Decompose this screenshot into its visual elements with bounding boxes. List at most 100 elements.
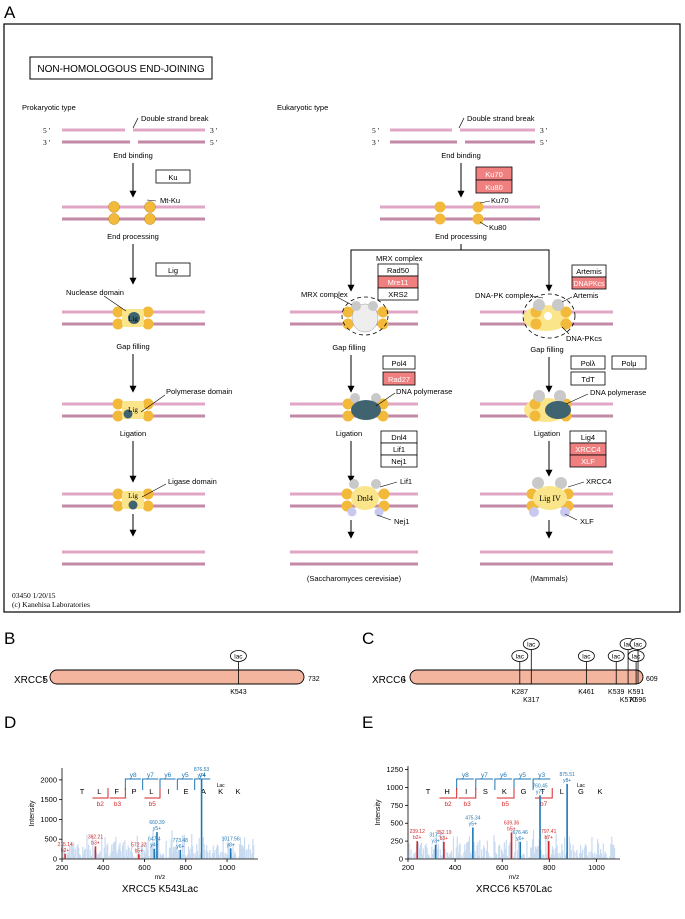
peak-ion-label: y6+ — [176, 844, 184, 850]
y-tick-label: 1250 — [386, 765, 403, 774]
lac-site-tag: lac — [612, 654, 621, 661]
prok-lig-label-1: Lig — [128, 315, 138, 323]
pathway-title: NON-HOMOLOGOUS END-JOINING — [37, 64, 204, 75]
footer-copyright: (c) Kanehisa Laboratories — [12, 600, 90, 609]
lac-site-label: K461 — [578, 689, 594, 696]
mammal-dnapk-complex: DNA-PK complex — [475, 291, 534, 300]
x-tick-label: 1000 — [219, 863, 236, 872]
peak-ion-label: y7+ — [536, 789, 544, 795]
prok-5prime-bottom: 5 ' — [210, 138, 218, 147]
y-ion-bracket — [532, 778, 551, 790]
euk-3prime-top: 3 ' — [540, 126, 548, 135]
sequence-residue: I — [168, 787, 170, 796]
y-ion-bracket — [159, 778, 176, 790]
x-tick-label: 400 — [97, 863, 110, 872]
yeast-dnl4-label: Dnl4 — [357, 494, 373, 503]
lac-site-tag: lac — [624, 642, 633, 649]
mammal-xrcc4-box: XRCC4 — [575, 445, 600, 454]
mammal-ligation: Ligation — [534, 429, 560, 438]
b-ion-label: b5 — [149, 801, 157, 808]
lac-site-label: K539 — [608, 689, 624, 696]
euk-ku-dna — [380, 201, 540, 225]
yeast-repaired-dna — [290, 550, 418, 566]
y-ion-label: y6 — [164, 772, 171, 779]
peak-ion-label: y3+ — [432, 839, 440, 845]
mammal-lig4-box: Lig4 — [581, 433, 595, 442]
y-ion-label: y5 — [519, 772, 526, 779]
x-axis-label: m/z — [509, 874, 519, 881]
y-tick-label: 750 — [390, 801, 403, 810]
yeast-pol4-box: Pol4 — [391, 359, 406, 368]
peak-mz-label: 876.53 — [194, 767, 210, 773]
prok-lig-stage-3 — [62, 488, 205, 512]
y-tick-label: 1000 — [40, 815, 57, 824]
b-ion-bracket — [144, 788, 161, 799]
eukaryotic-column: Eukaryotic type 5 ' 3 ' 3 ' 5 ' Double s… — [277, 103, 647, 583]
lac-site-bubble — [511, 650, 529, 662]
peak-mz-label: 352.19 — [436, 830, 452, 836]
x-tick-label: 1000 — [588, 863, 605, 872]
x-tick-label: 200 — [402, 863, 415, 872]
protein-c-bar — [409, 669, 644, 685]
mammal-organism: (Mammals) — [530, 574, 568, 583]
peak-ion-label: b2+ — [61, 848, 70, 854]
prok-lig-stage-2 — [62, 398, 205, 422]
sequence-residue: L — [97, 787, 101, 796]
prok-lig-box: Lig — [168, 266, 178, 275]
lac-site-bubble — [629, 638, 647, 650]
mammal-gap-filling: Gap filling — [530, 345, 563, 354]
peak-ion-label: b3+ — [91, 840, 100, 846]
modification-label: Lac — [577, 783, 586, 789]
b-ion-label: b5 — [502, 801, 510, 808]
y-ion-label: y8 — [130, 772, 137, 779]
mammal-dna-polymerase: DNA polymerase — [590, 388, 646, 397]
y-tick-label: 0 — [53, 855, 57, 864]
lac-site-bubble — [522, 638, 540, 650]
b-ion-label: b3 — [114, 801, 122, 808]
prok-lig-stage-1 — [62, 306, 205, 330]
mammal-ligase-dna — [480, 477, 613, 517]
prok-dsb-dna — [62, 128, 205, 144]
y-ion-bracket — [513, 778, 532, 790]
peak-mz-label: 317.2 — [429, 833, 442, 839]
y-ion-bracket — [456, 778, 474, 790]
yeast-dna-polymerase: DNA polymerase — [396, 387, 452, 396]
peak-mz-label: 362.21 — [88, 834, 104, 840]
peak-ion-label: y6+ — [516, 836, 524, 842]
y-ion-bracket — [124, 778, 141, 790]
y-ion-label: y6 — [500, 772, 507, 779]
prok-nuclease-domain: Nuclease domain — [66, 288, 124, 297]
yeast-mrx-title: MRX complex — [376, 254, 423, 263]
y-ion-label: y3 — [538, 772, 545, 779]
mammal-lig-iv-label: Lig IV — [539, 494, 561, 503]
panel-label-c: C — [362, 629, 374, 648]
yeast-mrx-dna — [290, 296, 418, 336]
euk-dsb-dna — [390, 128, 535, 144]
protein-b-bar — [49, 669, 305, 685]
sequence-residue: F — [114, 787, 119, 796]
sequence-residue: E — [183, 787, 188, 796]
panel-label-a: A — [4, 3, 16, 22]
sequence-residue: K — [235, 787, 240, 796]
protein-b-name: XRCC5 — [14, 675, 48, 686]
y-ion-bracket — [475, 778, 493, 790]
sequence-residue: T — [80, 787, 85, 796]
sequence-residue: A — [201, 787, 206, 796]
peak-mz-label: 475.34 — [465, 816, 481, 822]
sequence-residue: K — [502, 787, 507, 796]
mammal-tdt-box: TdT — [581, 375, 595, 384]
lac-site-tag: lac — [634, 642, 643, 649]
b-ion-label: b2 — [97, 801, 105, 808]
sequence-residue: T — [426, 787, 431, 796]
b-ion-label: b3 — [464, 801, 472, 808]
lac-site-bubble — [627, 650, 645, 662]
peak-ion-label: y5+ — [153, 826, 161, 832]
euk-ku70-box: Ku70 — [485, 170, 503, 179]
prok-ligation: Ligation — [120, 429, 146, 438]
prok-ku-dna — [62, 201, 205, 225]
b-ion-label: b2 — [444, 801, 452, 808]
peak-ion-label: y5+ — [469, 822, 477, 828]
peak-mz-label: 639.36 — [504, 821, 520, 827]
euk-ku70: Ku70 — [491, 196, 509, 205]
